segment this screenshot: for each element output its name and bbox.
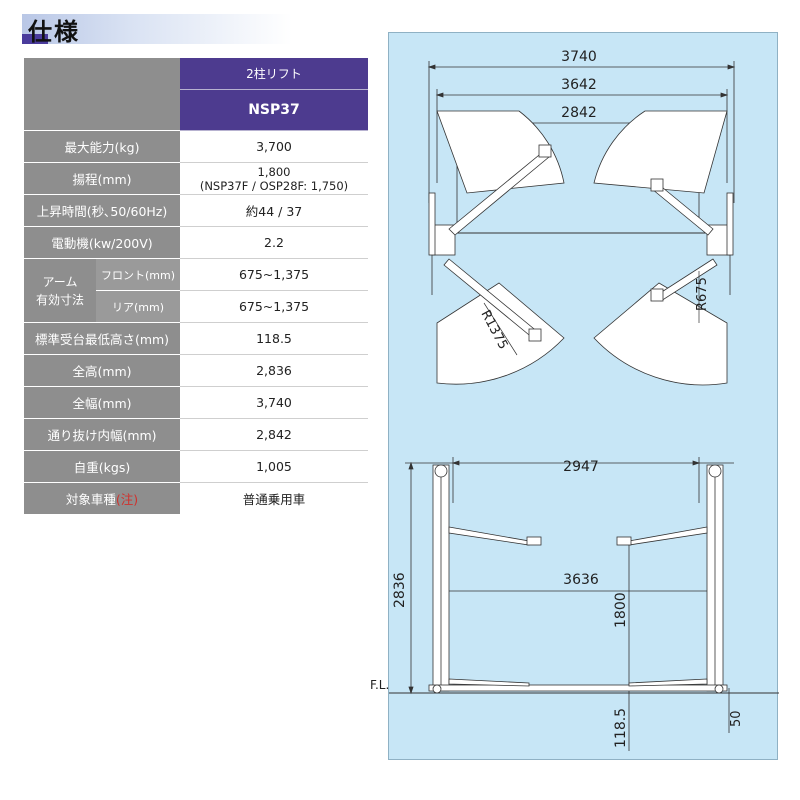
spec-label: 最大能力(kg) bbox=[24, 130, 180, 163]
floor-level-label: F.L. bbox=[389, 678, 390, 692]
arm-front-value: 675~1,375 bbox=[180, 258, 368, 291]
dim-top-front: 2947 bbox=[563, 459, 599, 475]
spec-value: 2.2 bbox=[180, 226, 368, 259]
arm-label-cell: アーム 有効寸法 bbox=[24, 258, 96, 323]
spec-table: 2柱リフト NSP37 最大能力(kg) 3,700 揚程(mm) 1,800 … bbox=[24, 58, 368, 515]
spec-label: 自重(kgs) bbox=[24, 450, 180, 483]
front-arm-lowered-right bbox=[628, 678, 708, 687]
dim-base-height: 50 bbox=[729, 710, 744, 727]
page-title: 仕様 bbox=[28, 18, 80, 46]
dim-width-front: 3636 bbox=[563, 572, 599, 588]
spec-value: 1,005 bbox=[180, 450, 368, 483]
dim-min-height: 118.5 bbox=[613, 708, 629, 748]
spec-label: 対象車種(注) bbox=[24, 482, 180, 515]
model-name-cell: NSP37 bbox=[180, 89, 368, 131]
table-row: 全高(mm) 2,836 bbox=[24, 354, 368, 387]
model-type-cell: 2柱リフト bbox=[180, 58, 368, 90]
note-marker: (注) bbox=[115, 492, 139, 507]
title-background bbox=[22, 14, 292, 44]
header-blank-cell bbox=[24, 58, 180, 131]
table-row: 電動機(kw/200V) 2.2 bbox=[24, 226, 368, 259]
arm-label-line: 有効寸法 bbox=[35, 292, 84, 307]
vehicle-type-label: 対象車種 bbox=[65, 492, 116, 507]
spec-label: 全幅(mm) bbox=[24, 386, 180, 419]
spec-label: 電動機(kw/200V) bbox=[24, 226, 180, 259]
arm-rear-label: リア(mm) bbox=[96, 290, 180, 323]
table-row: 標準受台最低高さ(mm) 118.5 bbox=[24, 322, 368, 355]
spec-label: 揚程(mm) bbox=[24, 162, 180, 195]
dim-radius-short: R675 bbox=[695, 277, 710, 311]
spec-value-line: (NSP37F / OSP28F: 1,750) bbox=[199, 178, 349, 193]
dim-base-width: 3642 bbox=[561, 77, 597, 93]
dim-inner-width: 2842 bbox=[561, 105, 597, 121]
arm-label-line: アーム bbox=[42, 274, 78, 289]
spec-label: 通り抜け内幅(mm) bbox=[24, 418, 180, 451]
arm-swing-area bbox=[593, 282, 728, 386]
front-arm-raised-right bbox=[628, 526, 708, 546]
table-row: 通り抜け内幅(mm) 2,842 bbox=[24, 418, 368, 451]
spec-value: 118.5 bbox=[180, 322, 368, 355]
table-row: NSP37 bbox=[24, 89, 368, 131]
arm-front-label: フロント(mm) bbox=[96, 258, 180, 291]
table-row: 2柱リフト bbox=[24, 58, 368, 131]
front-arm-raised-left bbox=[448, 526, 530, 546]
front-arm-lowered-left bbox=[448, 678, 530, 687]
technical-drawing: 3740 3642 2842 R1375 R675 2947 3636 2836… bbox=[389, 49, 779, 751]
drawing-panel: 3740 3642 2842 R1375 R675 2947 3636 2836… bbox=[388, 32, 779, 760]
spec-value: 2,836 bbox=[180, 354, 368, 387]
table-row: 揚程(mm) 1,800 (NSP37F / OSP28F: 1,750) bbox=[24, 162, 368, 195]
spec-value: 約44 / 37 bbox=[180, 194, 368, 227]
table-row: リア(mm) 675~1,375 bbox=[24, 290, 368, 323]
floor-level-label-outer: F.L. bbox=[370, 678, 390, 692]
front-base-plate bbox=[428, 684, 728, 692]
arm-swing-area bbox=[436, 282, 565, 385]
spec-label: 上昇時間(秒､50/60Hz) bbox=[24, 194, 180, 227]
arm-rear-value: 675~1,375 bbox=[180, 290, 368, 323]
table-row: 最大能力(kg) 3,700 bbox=[24, 130, 368, 163]
dim-lift-height: 1800 bbox=[613, 592, 629, 628]
table-row: 自重(kgs) 1,005 bbox=[24, 450, 368, 483]
spec-value: 1,800 (NSP37F / OSP28F: 1,750) bbox=[180, 162, 368, 195]
spec-value: 3,740 bbox=[180, 386, 368, 419]
spec-label: 標準受台最低高さ(mm) bbox=[24, 322, 180, 355]
arm-swing-area bbox=[593, 110, 728, 194]
table-row: 対象車種(注) 普通乗用車 bbox=[24, 482, 368, 515]
table-row: アーム 有効寸法 フロント(mm) 675~1,375 bbox=[24, 258, 368, 323]
spec-value: 2,842 bbox=[180, 418, 368, 451]
dim-height-front: 2836 bbox=[392, 572, 408, 608]
title-accent-bar bbox=[22, 34, 48, 44]
table-row: 上昇時間(秒､50/60Hz) 約44 / 37 bbox=[24, 194, 368, 227]
spec-label: 全高(mm) bbox=[24, 354, 180, 387]
table-row: 全幅(mm) 3,740 bbox=[24, 386, 368, 419]
spec-value-line: 1,800 bbox=[257, 164, 291, 179]
spec-value: 普通乗用車 bbox=[180, 482, 368, 515]
dim-overall-width: 3740 bbox=[561, 49, 597, 65]
spec-value: 3,700 bbox=[180, 130, 368, 163]
